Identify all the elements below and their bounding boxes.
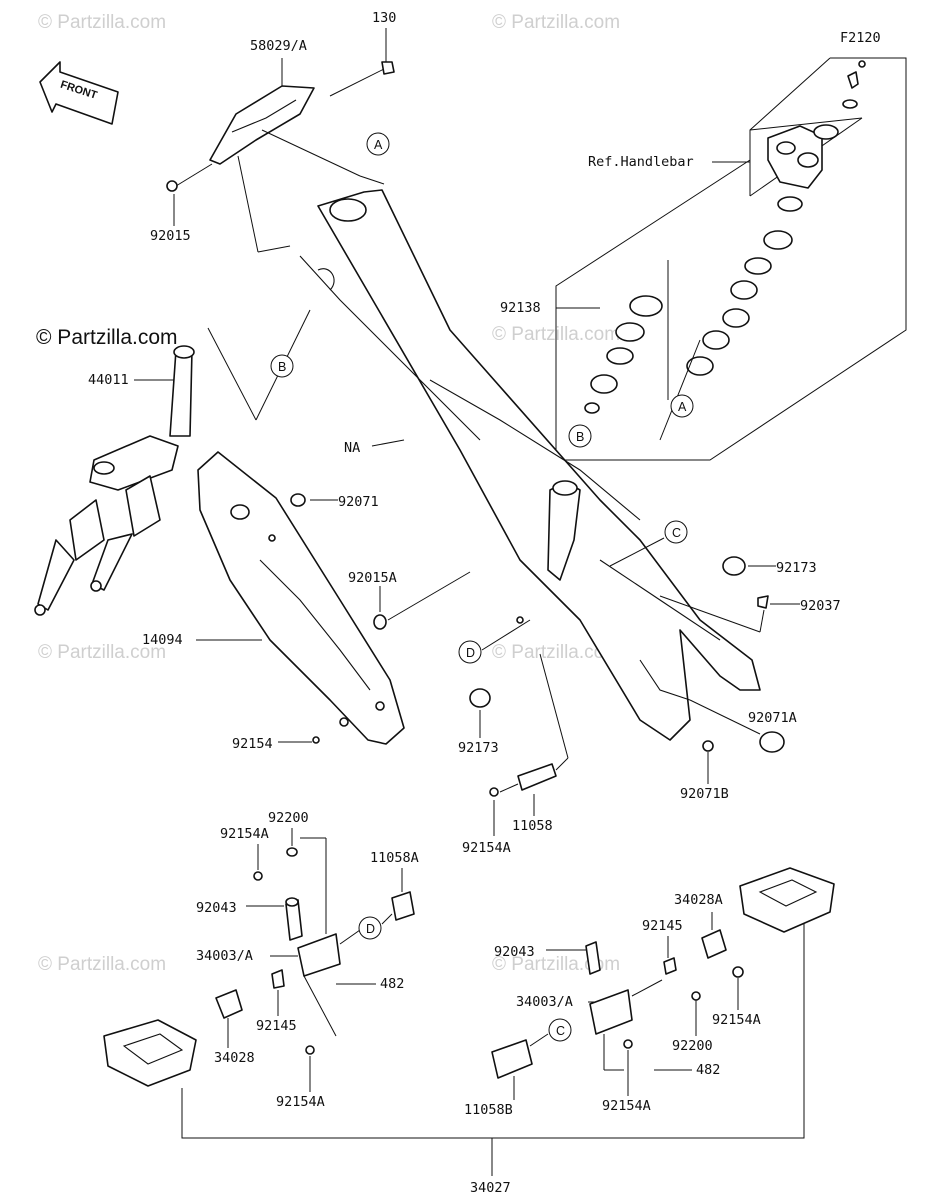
part-label: 92138 [500, 300, 541, 316]
part-label: 92154A [602, 1098, 651, 1114]
part-label: 92071B [680, 786, 729, 802]
part-label: 44011 [88, 372, 129, 388]
callout-D-crank: D [358, 916, 382, 940]
part-label: 92043 [196, 900, 237, 916]
callout-A-top: A [366, 132, 390, 156]
part-label: 482 [380, 976, 404, 992]
svg-text:C: C [672, 526, 681, 540]
part-label: 130 [372, 10, 396, 26]
svg-text:D: D [366, 922, 375, 936]
part-label: 92200 [268, 810, 309, 826]
watermark: © Partzilla.com [38, 642, 166, 663]
chain-guard-part [197, 451, 405, 745]
svg-text:A: A [678, 400, 687, 414]
part-label: 92071 [338, 494, 379, 510]
front-arrow-icon: FRONT [39, 61, 119, 125]
part-label: 92154A [220, 826, 269, 842]
part-label: 92145 [642, 918, 683, 934]
steering-inset [555, 57, 907, 461]
part-label: NA [344, 440, 360, 456]
part-label: 92200 [672, 1038, 713, 1054]
callout-B-inset: B [568, 424, 592, 448]
part-label: 58029/A [250, 38, 307, 54]
callout-C-frame: C [664, 520, 688, 544]
fork-part [34, 345, 195, 616]
part-label: 34027 [470, 1180, 511, 1196]
part-label: 92154A [712, 1012, 761, 1028]
right-crank-part [491, 867, 835, 1079]
callout-C-crank: C [548, 1018, 572, 1042]
part-label: 34003/A [196, 948, 253, 964]
svg-text:C: C [556, 1024, 565, 1038]
part-label: 34028A [674, 892, 723, 908]
part-label: 34003/A [516, 994, 573, 1010]
watermark: © Partzilla.com [38, 12, 166, 33]
part-label: 92154A [276, 1094, 325, 1110]
copyright-text: © Partzilla.com [36, 326, 178, 349]
part-label: 92037 [800, 598, 841, 614]
watermark: © Partzilla.com [492, 12, 620, 33]
callout-B-frame: B [270, 354, 294, 378]
svg-text:B: B [278, 360, 286, 374]
part-label: 14094 [142, 632, 183, 648]
watermark-group: © Partzilla.com © Partzilla.com © Partzi… [38, 12, 620, 975]
part-label: 92015A [348, 570, 397, 586]
part-label: 34028 [214, 1050, 255, 1066]
part-label: 92145 [256, 1018, 297, 1034]
watermark: © Partzilla.com [492, 642, 620, 663]
part-label: 92173 [458, 740, 499, 756]
svg-text:B: B [576, 430, 584, 444]
part-label: 11058 [512, 818, 553, 834]
left-crank-part [103, 847, 415, 1087]
svg-text:D: D [466, 646, 475, 660]
part-label: 92173 [776, 560, 817, 576]
callout-A-inset: A [670, 394, 694, 418]
part-label: 92043 [494, 944, 535, 960]
part-label: 92015 [150, 228, 191, 244]
part-label: 11058B [464, 1102, 513, 1118]
svg-text:A: A [374, 138, 383, 152]
part-label: 92154A [462, 840, 511, 856]
steering-cover-part [166, 61, 395, 192]
diagram-id: F2120 [840, 30, 881, 46]
part-label: 92154 [232, 736, 273, 752]
watermark: © Partzilla.com [38, 954, 166, 975]
part-label: 92071A [748, 710, 797, 726]
ref-handlebar-label: Ref.Handlebar [588, 154, 694, 170]
frame-part [299, 189, 761, 741]
part-label: 11058A [370, 850, 419, 866]
callout-D-frame: D [458, 640, 482, 664]
part-label: 482 [696, 1062, 720, 1078]
